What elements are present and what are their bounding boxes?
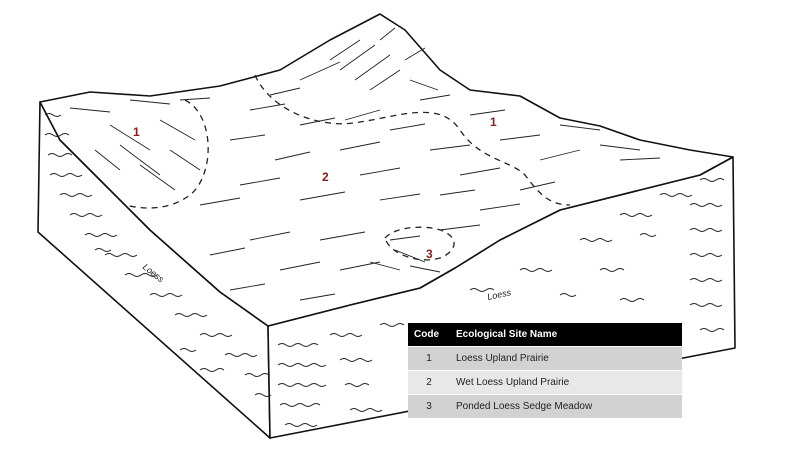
front-face-strata xyxy=(277,178,725,427)
legend-row: 3 Ponded Loess Sedge Meadow xyxy=(408,394,682,418)
site-boundaries xyxy=(124,74,571,261)
boundary-site3 xyxy=(384,226,455,261)
legend-header-name: Ecological Site Name xyxy=(450,323,682,347)
legend-site-name: Loess Upland Prairie xyxy=(450,346,682,371)
legend-header-code: Code xyxy=(408,323,450,347)
site-label-2: 2 xyxy=(322,170,329,184)
legend-code: 3 xyxy=(408,394,450,418)
left-face-strata xyxy=(44,113,272,397)
terrain-hatching xyxy=(69,27,661,301)
legend-table: Code Ecological Site Name 1 Loess Upland… xyxy=(408,323,682,418)
site-label-3: 3 xyxy=(426,247,433,261)
front-face-material-label: Loess xyxy=(486,287,512,302)
boundary-site1-left xyxy=(124,99,209,209)
site-label-1-right: 1 xyxy=(490,115,497,129)
legend-row: 1 Loess Upland Prairie xyxy=(408,346,682,371)
legend-row: 2 Wet Loess Upland Prairie xyxy=(408,370,682,395)
legend-code: 2 xyxy=(408,370,450,395)
legend-site-name: Ponded Loess Sedge Meadow xyxy=(450,394,682,418)
site-label-1-left: 1 xyxy=(133,125,140,139)
legend-site-name: Wet Loess Upland Prairie xyxy=(450,370,682,395)
legend-code: 1 xyxy=(408,346,450,371)
legend-header-row: Code Ecological Site Name xyxy=(408,323,682,347)
